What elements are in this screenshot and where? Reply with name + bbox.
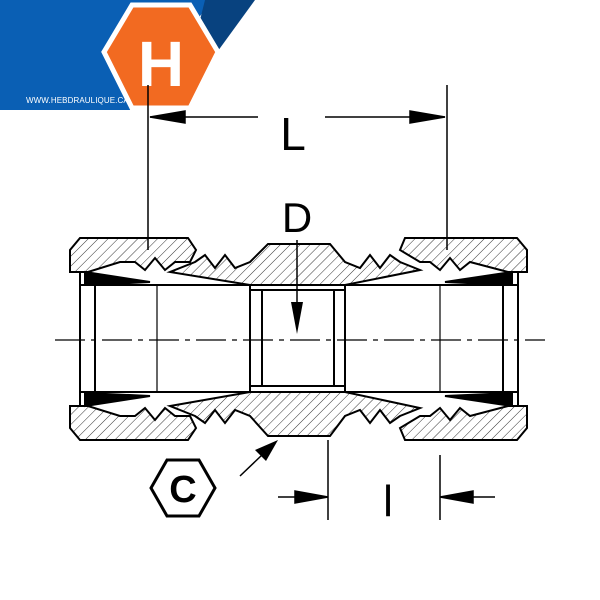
dimension-D-label: D [282, 194, 312, 241]
dimension-L [147, 85, 448, 250]
dimension-l-label: l [383, 477, 393, 526]
fitting-body [69, 237, 528, 441]
dimension-L-label: L [280, 108, 306, 160]
hex-size-label: C [169, 469, 196, 511]
logo-banner: H [0, 0, 255, 111]
dimension-l [278, 440, 495, 520]
logo-url: WWW.HEBDRAULIQUE.CA [26, 96, 129, 105]
logo-hexagon [101, 2, 221, 111]
hex-size-marker: C [149, 440, 278, 518]
logo-letter: H [138, 28, 184, 100]
